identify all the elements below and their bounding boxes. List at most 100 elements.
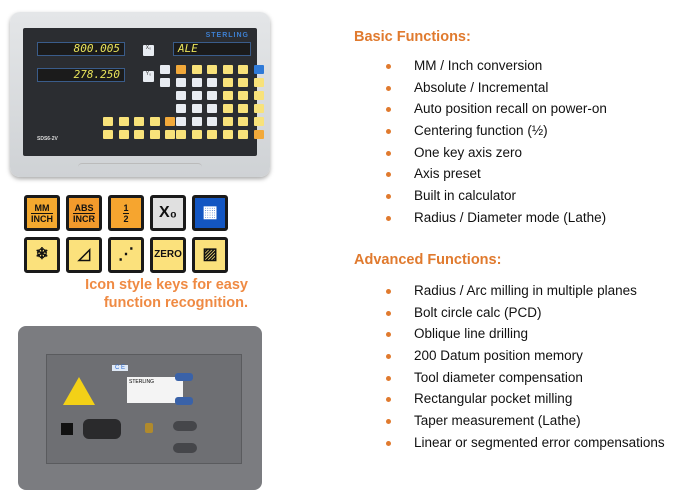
function-key[interactable] — [165, 130, 175, 139]
caption-line-1: Icon style keys for easy — [85, 277, 248, 293]
y-axis-display: 278.250 — [37, 68, 125, 82]
calculator-key: ▦ — [192, 195, 228, 231]
list-item: Tool diameter compensation — [386, 369, 665, 391]
function-key[interactable] — [149, 117, 160, 126]
rating-label: STERLING — [127, 377, 183, 403]
keypad-key[interactable] — [176, 78, 186, 87]
list-item: Centering function (½) — [386, 122, 607, 144]
keypad-key[interactable] — [207, 104, 217, 113]
function-key[interactable] — [103, 117, 113, 126]
power-inlet — [83, 419, 121, 439]
keypad-key[interactable] — [253, 104, 264, 113]
keypad-key[interactable] — [238, 78, 248, 87]
function-key[interactable] — [238, 130, 248, 139]
x-zero-key[interactable]: X₀ — [143, 45, 154, 56]
keypad-key[interactable] — [176, 104, 186, 113]
list-item: MM / Inch conversion — [386, 57, 607, 79]
function-key[interactable] — [103, 130, 113, 139]
taper-icon: ▨ — [202, 246, 218, 263]
keypad-key[interactable] — [191, 104, 202, 113]
key-bottom-text: INCH — [31, 213, 53, 224]
zero-key: ZERO — [150, 237, 186, 273]
x-select-key[interactable] — [160, 65, 170, 74]
keypad-key[interactable] — [238, 91, 248, 100]
list-item: Absolute / Incremental — [386, 79, 607, 101]
list-item: 200 Datum position memory — [386, 347, 665, 369]
advanced-functions-heading: Advanced Functions: — [354, 252, 502, 268]
keypad-key[interactable] — [238, 117, 248, 126]
keypad-key[interactable] — [207, 117, 217, 126]
keypad-key[interactable] — [253, 78, 264, 87]
keypad-key[interactable] — [222, 65, 233, 74]
keypad-key[interactable] — [191, 91, 202, 100]
list-item: Rectangular pocket milling — [386, 390, 665, 412]
y-select-key[interactable] — [160, 78, 170, 87]
function-key[interactable] — [207, 130, 217, 139]
keypad-key[interactable] — [191, 117, 202, 126]
function-key[interactable] — [149, 130, 160, 139]
y-zero-key[interactable]: Y₀ — [143, 71, 154, 82]
caption-line-2: function recognition. — [103, 295, 248, 311]
keypad-key[interactable] — [238, 65, 248, 74]
function-key[interactable] — [118, 130, 129, 139]
power-switch — [61, 423, 73, 435]
x-zero-key: X₀ — [150, 195, 186, 231]
bolt-circle-icon: ❄ — [35, 246, 49, 263]
y-axis-port — [175, 397, 193, 405]
dro-back-panel-image: C E STERLING — [18, 326, 262, 490]
warning-icon — [63, 377, 95, 405]
list-item: Built in calculator — [386, 187, 607, 209]
function-key[interactable] — [176, 130, 186, 139]
function-key[interactable] — [191, 130, 202, 139]
keypad-key[interactable] — [222, 78, 233, 87]
list-item: Bolt circle calc (PCD) — [386, 304, 665, 326]
keypad-key[interactable] — [253, 117, 264, 126]
front-slot — [78, 163, 202, 171]
keypad-key[interactable] — [191, 78, 202, 87]
list-item: Radius / Diameter mode (Lathe) — [386, 209, 607, 231]
function-key[interactable] — [118, 117, 129, 126]
keypad-key[interactable] — [176, 91, 186, 100]
key-top-text: ABS — [73, 202, 95, 214]
keypad-key[interactable] — [207, 65, 217, 74]
basic-functions-heading: Basic Functions: — [354, 29, 471, 45]
list-item: Radius / Arc milling in multiple planes — [386, 282, 665, 304]
brand-logo: STERLING — [205, 32, 249, 39]
taper-key: ▨ — [192, 237, 228, 273]
keypad-key[interactable] — [222, 117, 233, 126]
keypad-key[interactable] — [222, 104, 233, 113]
key-bottom-text: 2 — [123, 213, 129, 224]
keypad-key[interactable] — [238, 104, 248, 113]
x-zero-icon: X₀ — [159, 204, 177, 221]
function-key[interactable] — [165, 117, 175, 126]
key-bottom-text: INCR — [73, 213, 95, 224]
key-top-text: MM — [31, 203, 53, 214]
keypad-key[interactable] — [207, 91, 217, 100]
oblique-line-key: ⋰ — [108, 237, 144, 273]
function-key[interactable] — [134, 130, 144, 139]
keypad-key[interactable] — [253, 91, 264, 100]
function-key[interactable] — [253, 130, 264, 139]
keypad-key[interactable] — [176, 65, 186, 74]
keypad-key[interactable] — [207, 78, 217, 87]
ground-terminal — [145, 423, 153, 433]
keypad-key[interactable] — [176, 117, 186, 126]
ce-mark: C E — [112, 365, 129, 371]
calculator-icon: ▦ — [202, 204, 218, 221]
z-axis-port-cover — [173, 421, 197, 431]
label-brand: STERLING — [129, 379, 155, 385]
keypad-key[interactable] — [222, 91, 233, 100]
function-key[interactable] — [222, 130, 233, 139]
back-panel-face: C E STERLING — [46, 354, 242, 464]
list-item: Linear or segmented error compensations — [386, 434, 665, 456]
keypad-key[interactable] — [191, 65, 202, 74]
arc-icon: ◿ — [77, 246, 91, 263]
message-display: ALE — [173, 42, 251, 56]
aux-port-cover — [173, 443, 197, 453]
function-key[interactable] — [134, 117, 144, 126]
bolt-circle-key: ❄ — [24, 237, 60, 273]
keypad-key[interactable] — [253, 65, 264, 74]
